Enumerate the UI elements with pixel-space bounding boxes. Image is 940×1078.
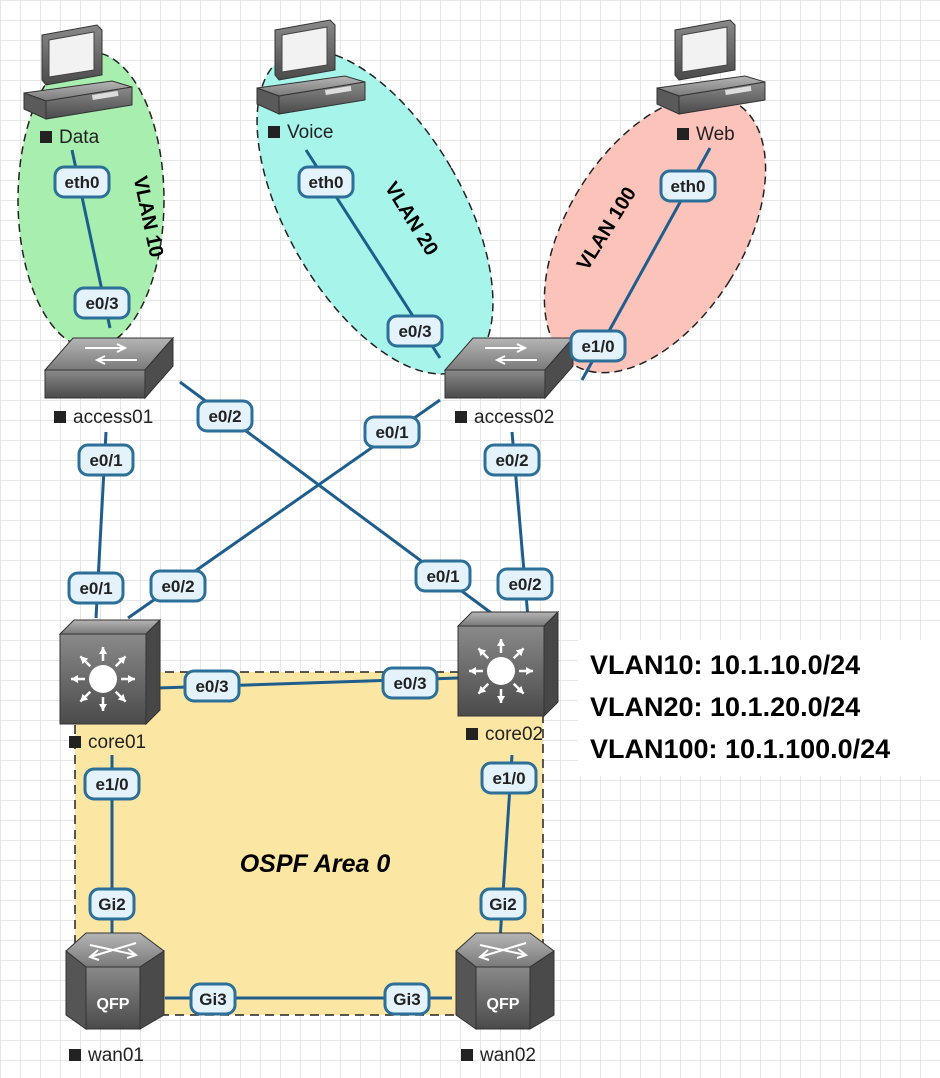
svg-text:e1/0: e1/0 [581,337,614,356]
interface-label-core02[interactable]: e0/2 [496,567,554,601]
interface-label-core01[interactable]: e0/1 [67,571,125,605]
l3-switch-icon [58,618,162,726]
interface-label-wan02[interactable]: Gi2 [479,887,527,921]
interface-label-core01[interactable]: e0/2 [149,569,207,603]
vlan-100-zone [543,94,767,374]
svg-text:e0/1: e0/1 [375,423,408,442]
node-status-square-icon [268,126,280,138]
node-name-label: access01 [73,407,153,428]
interface-label-data[interactable]: eth0 [53,165,111,199]
interface-label-access02[interactable]: e0/1 [363,415,421,449]
node-name-label: wan01 [87,1045,144,1066]
node-status-square-icon [54,411,66,423]
interface-label-wan01[interactable]: Gi2 [88,887,136,921]
interface-label-wan01[interactable]: Gi3 [189,982,237,1016]
subnet-vlan20: VLAN20: 10.1.20.0/24 [590,692,861,722]
web-pc-node[interactable]: Web [656,19,766,145]
l3-switch-icon [456,610,560,718]
desktop-pc-icon [23,24,133,120]
svg-text:Gi3: Gi3 [199,990,226,1009]
node-name-label: wan02 [479,1045,536,1066]
interface-label-access02[interactable]: e0/3 [386,314,444,348]
svg-text:Gi2: Gi2 [489,895,516,914]
wan01-router-node[interactable]: QFP wan01 [65,932,165,1066]
svg-text:Gi2: Gi2 [98,895,125,914]
svg-text:eth0: eth0 [309,173,344,192]
interface-label-core02[interactable]: e0/3 [381,666,439,700]
svg-text:e0/2: e0/2 [208,407,241,426]
svg-text:e0/2: e0/2 [495,451,528,470]
node-name-label: access02 [474,407,554,428]
access01-switch-node[interactable]: access01 [43,336,175,428]
svg-text:e0/1: e0/1 [79,579,112,598]
core02-switch-node[interactable]: core02 [456,610,560,745]
node-status-square-icon [677,128,689,140]
node-status-square-icon [69,1049,81,1061]
interface-labels: eth0 e0/3 eth0 e0/3 eth0 e1/0 e0/1 e0/1 e0/2 e0/1… [53,165,717,1016]
wan02-router-node[interactable]: QFP wan02 [455,932,555,1066]
qfp-badge: QFP [97,996,130,1013]
interface-label-core02[interactable]: e0/1 [414,559,472,593]
svg-text:e0/3: e0/3 [398,322,431,341]
svg-text:e0/3: e0/3 [85,294,118,313]
interface-label-core02[interactable]: e1/0 [480,761,538,795]
svg-text:Gi3: Gi3 [393,990,420,1009]
node-status-square-icon [40,131,52,143]
svg-text:e1/0: e1/0 [95,775,128,794]
ospf-area-label: OSPF Area 0 [240,850,391,878]
core01-switch-node[interactable]: core01 [58,618,162,753]
interface-label-voice[interactable]: eth0 [297,165,355,199]
interface-label-access01[interactable]: e0/3 [73,286,131,320]
subnet-vlan100: VLAN100: 10.1.100.0/24 [590,734,891,764]
desktop-pc-icon [656,19,766,115]
interface-label-access01[interactable]: e0/1 [77,443,135,477]
interface-label-web[interactable]: eth0 [659,169,717,203]
svg-text:e1/0: e1/0 [492,769,525,788]
subnet-vlan10: VLAN10: 10.1.10.0/24 [590,650,861,680]
data-pc-node[interactable]: Data [23,24,133,148]
interface-label-access02[interactable]: e1/0 [569,329,627,363]
interface-label-access02[interactable]: e0/2 [483,443,541,477]
node-status-square-icon [455,411,467,423]
interface-label-core01[interactable]: e0/3 [183,669,241,703]
voice-pc-node[interactable]: Voice [256,19,366,143]
node-name-label: Voice [287,122,333,143]
node-name-label: core01 [88,732,146,753]
vlan-20-zone [256,49,494,375]
interface-label-access01[interactable]: e0/2 [196,399,254,433]
interface-label-core01[interactable]: e1/0 [83,767,141,801]
interface-label-wan02[interactable]: Gi3 [383,982,431,1016]
node-name-label: Data [59,127,100,148]
svg-text:e0/2: e0/2 [508,575,541,594]
qfp-router-icon: QFP [455,932,555,1030]
svg-text:eth0: eth0 [671,177,706,196]
node-name-label: core02 [485,724,543,745]
subnet-legend: VLAN10: 10.1.10.0/24 VLAN20: 10.1.20.0/2… [578,640,940,776]
svg-text:e0/1: e0/1 [89,451,122,470]
node-status-square-icon [466,728,478,740]
desktop-pc-icon [256,19,366,115]
svg-text:eth0: eth0 [65,173,100,192]
qfp-badge: QFP [487,996,520,1013]
l2-switch-icon [443,336,575,400]
svg-text:e0/3: e0/3 [393,674,426,693]
svg-text:e0/3: e0/3 [195,677,228,696]
qfp-router-icon: QFP [65,932,165,1030]
l2-switch-icon [43,336,175,400]
node-status-square-icon [461,1049,473,1061]
access02-switch-node[interactable]: access02 [443,336,575,428]
svg-text:e0/2: e0/2 [161,577,194,596]
svg-text:e0/1: e0/1 [426,567,459,586]
node-name-label: Web [696,124,735,145]
node-status-square-icon [69,736,81,748]
